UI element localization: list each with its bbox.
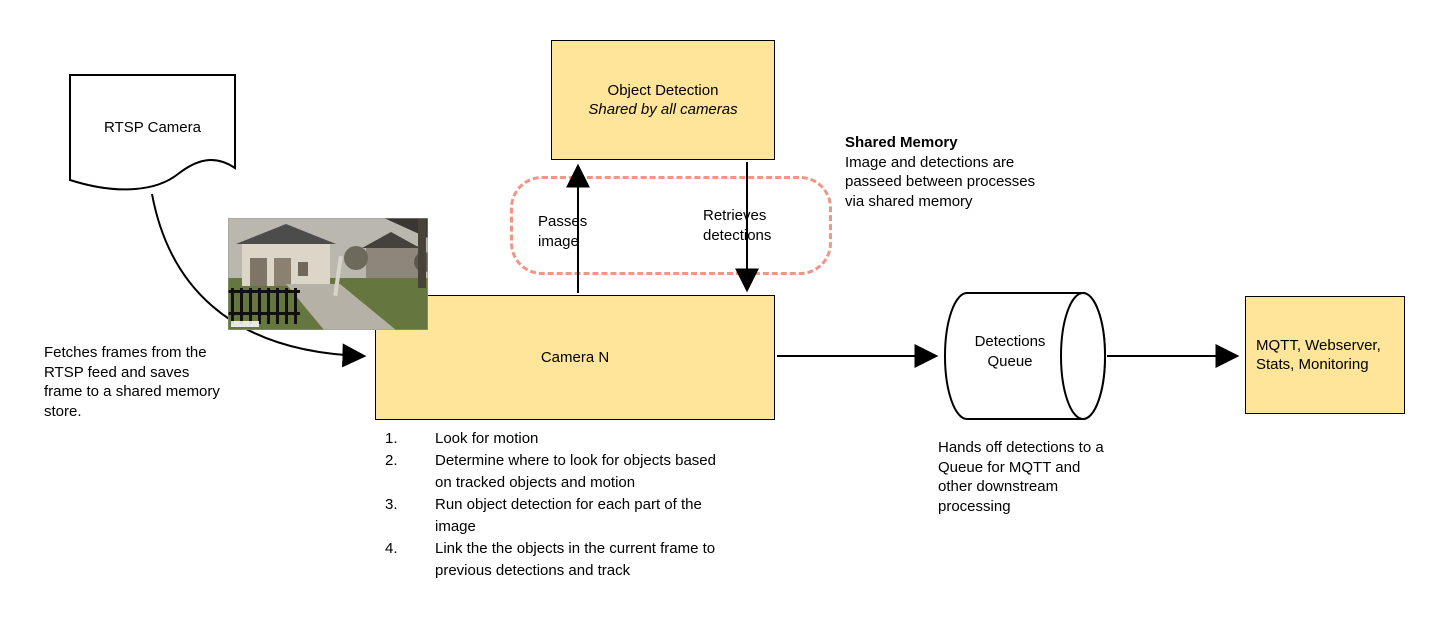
camera-n-box: Camera N	[375, 295, 775, 420]
outputs-box: MQTT, Webserver, Stats, Monitoring	[1245, 296, 1405, 414]
rtsp-camera-shape	[69, 74, 236, 191]
shared-memory-note-body: Image and detections are passeed between…	[845, 153, 1036, 210]
camera-step: Determine where to look for objects base…	[435, 452, 716, 491]
camera-step-number: 4.	[385, 540, 398, 557]
camera-step-number: 2.	[385, 452, 398, 469]
outputs-label: MQTT, Webserver, Stats, Monitoring	[1256, 336, 1381, 374]
detections-queue-label: Detections Queue	[974, 333, 1046, 370]
camera-step: Run object detection for each part of th…	[435, 496, 702, 535]
fetch-note: Fetches frames from the RTSP feed and sa…	[44, 344, 220, 420]
rtsp-camera-label: RTSP Camera	[104, 119, 201, 136]
camera-step: Link the the objects in the current fram…	[435, 540, 716, 579]
object-detection-title: Object Detection	[607, 81, 719, 99]
shared-memory-region	[510, 176, 832, 275]
retrieves-detections-label: Retrieves detections	[703, 207, 772, 244]
shared-memory-note: Shared Memory Image and detections are p…	[845, 133, 1057, 211]
object-detection-subtitle: Shared by all cameras	[588, 101, 738, 118]
camera-n-label: Camera N	[540, 348, 610, 366]
camera-step-number: 3.	[385, 496, 398, 513]
camera-step-number: 1.	[385, 430, 398, 447]
camera-snapshot-image	[228, 218, 428, 330]
handoff-note: Hands off detections to a Queue for MQTT…	[938, 439, 1104, 515]
rtsp-to-camera-arrow	[151, 193, 367, 368]
camera-steps-list: 1. Look for motion 2. Determine where to…	[385, 428, 735, 582]
detections-queue-shape	[944, 292, 1106, 420]
passes-image-label: Passes image	[538, 213, 588, 250]
camera-step: Look for motion	[435, 430, 539, 447]
shared-memory-note-title: Shared Memory	[845, 134, 958, 151]
object-detection-box: Object Detection Shared by all cameras	[551, 40, 775, 160]
